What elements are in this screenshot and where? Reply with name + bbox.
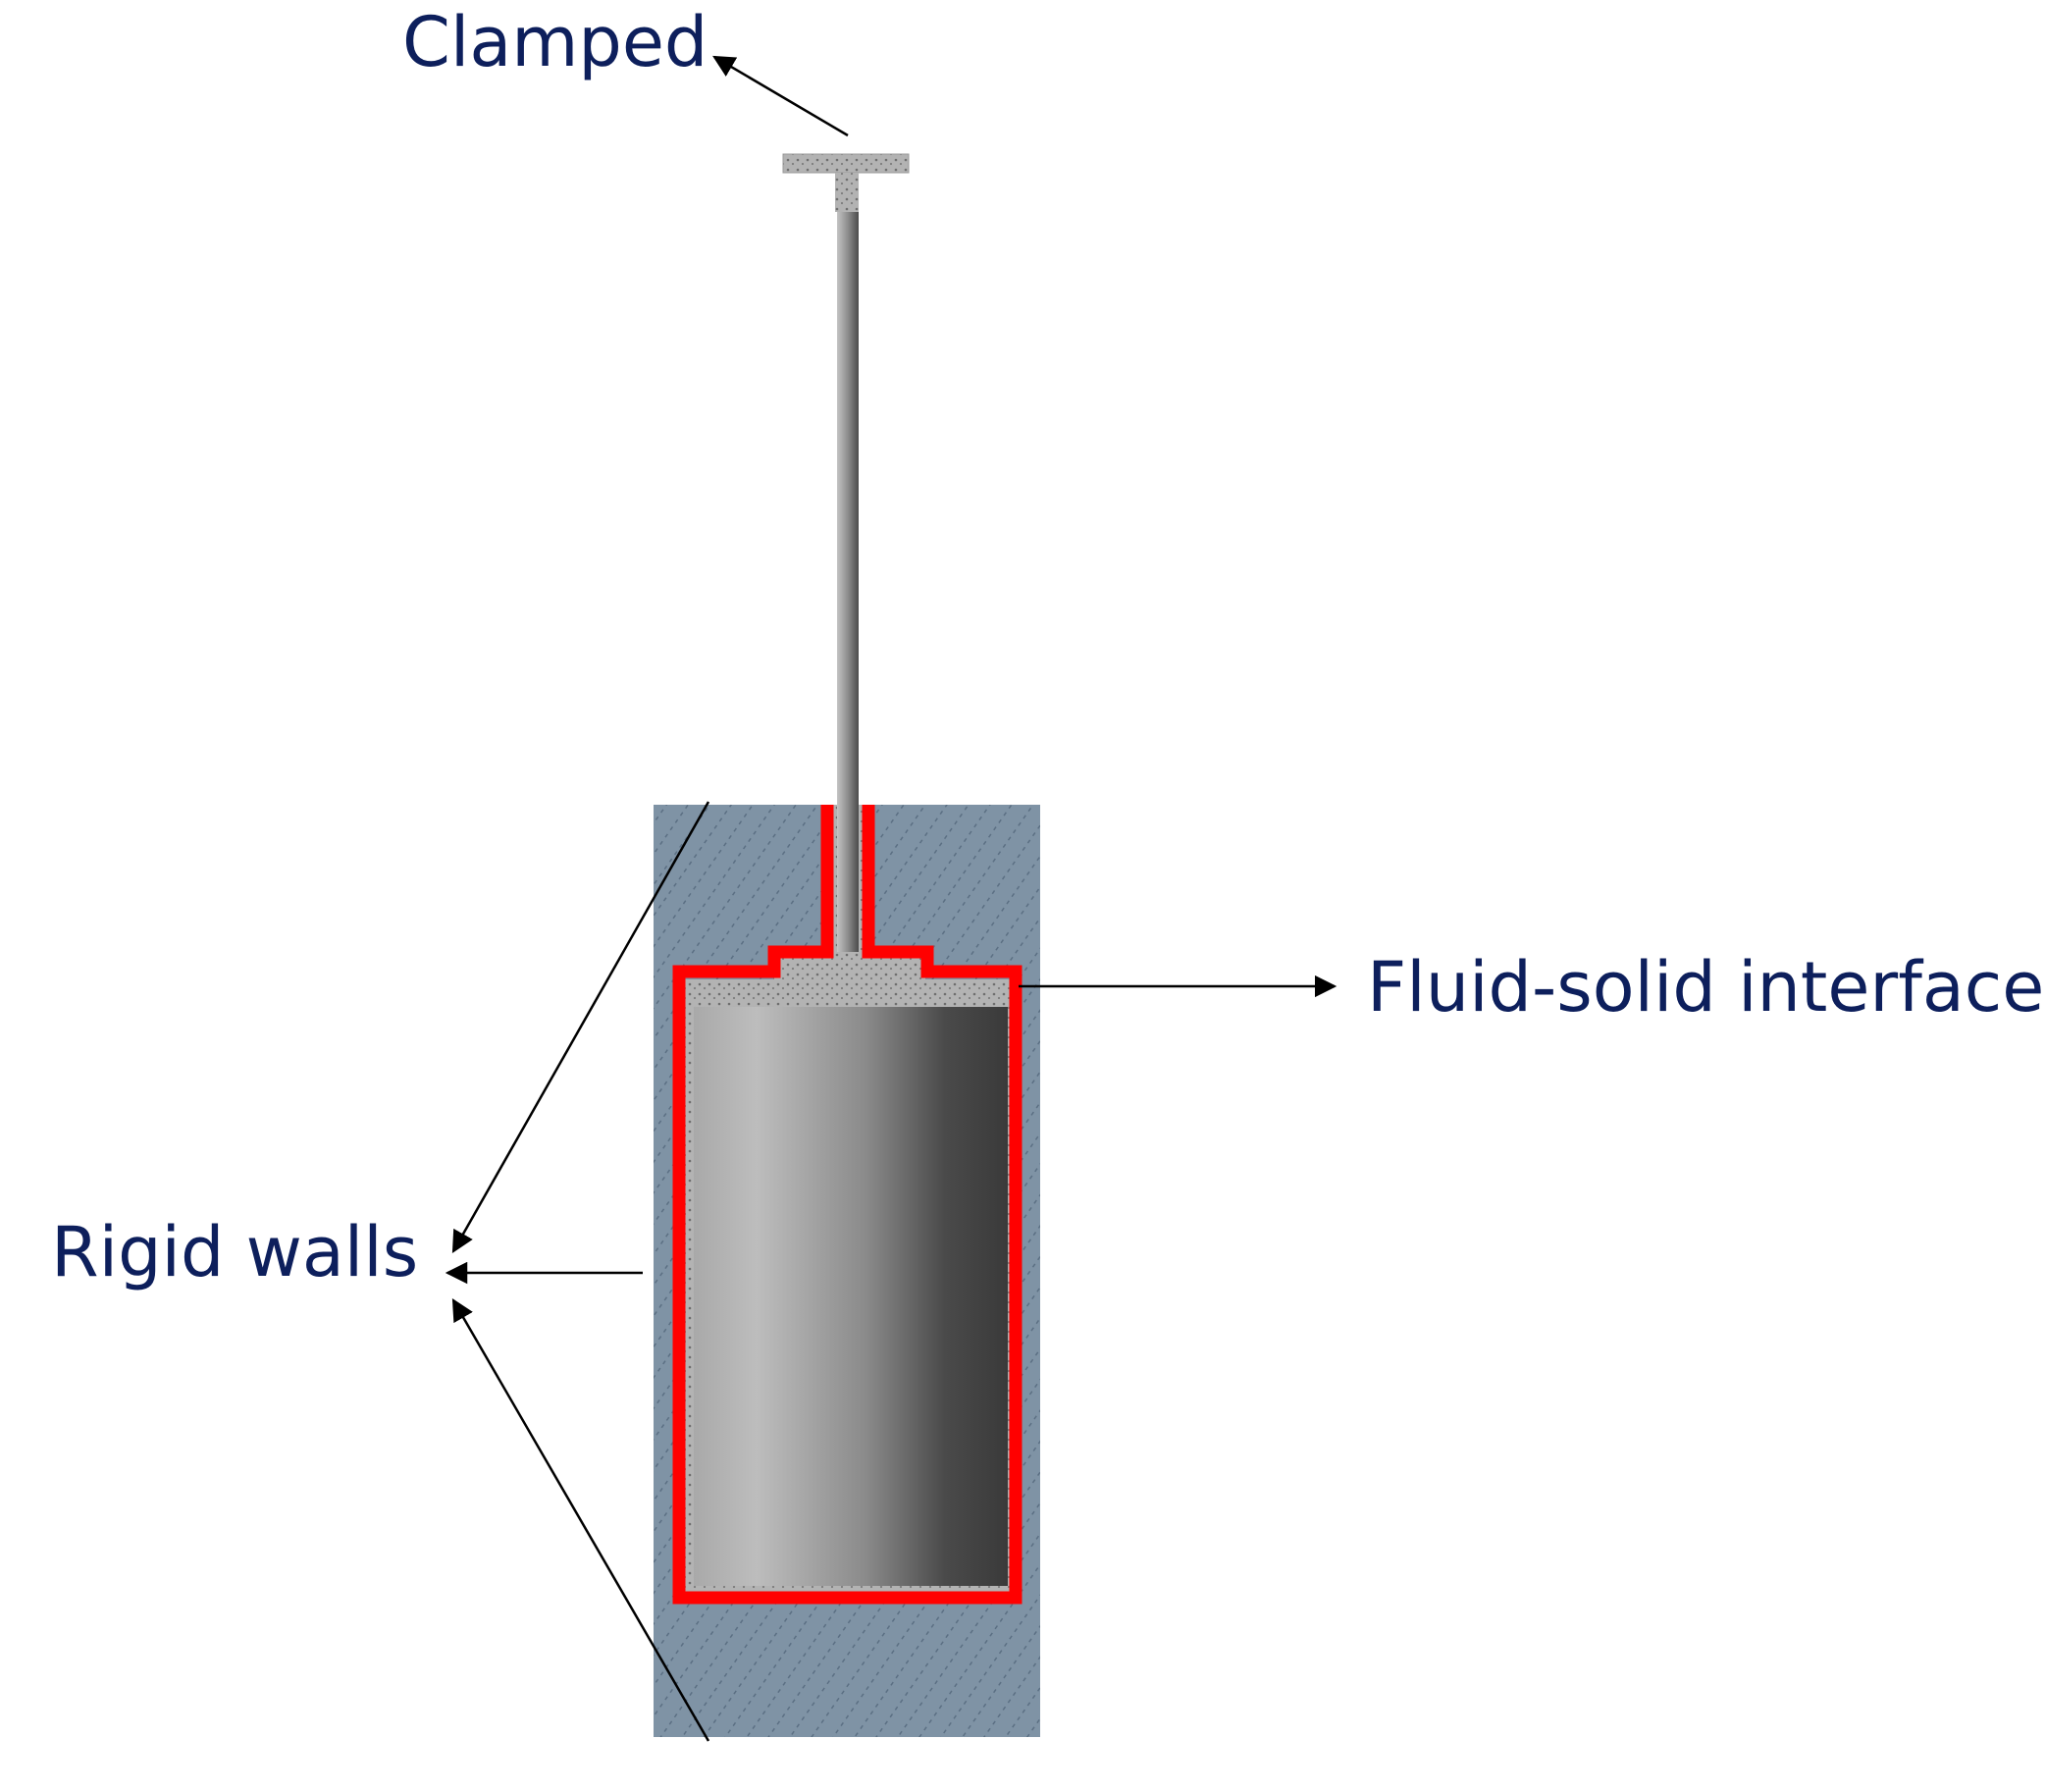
clamped-arrow xyxy=(712,55,849,137)
rod-base xyxy=(699,952,991,1005)
rod xyxy=(837,212,859,960)
clamped-label: Clamped xyxy=(402,2,708,82)
fluid-solid-interface-outline xyxy=(672,805,1022,1605)
rigid-walls-arrow-top xyxy=(451,801,710,1253)
rigid-walls-label: Rigid walls xyxy=(51,1212,418,1292)
clamp-neck xyxy=(835,173,859,212)
clamp-bar xyxy=(782,153,910,174)
cylinder-body xyxy=(694,1007,1008,1586)
interface-label: Fluid-solid interface xyxy=(1367,947,2044,1028)
rigid-walls-arrow-bottom xyxy=(451,1298,710,1742)
